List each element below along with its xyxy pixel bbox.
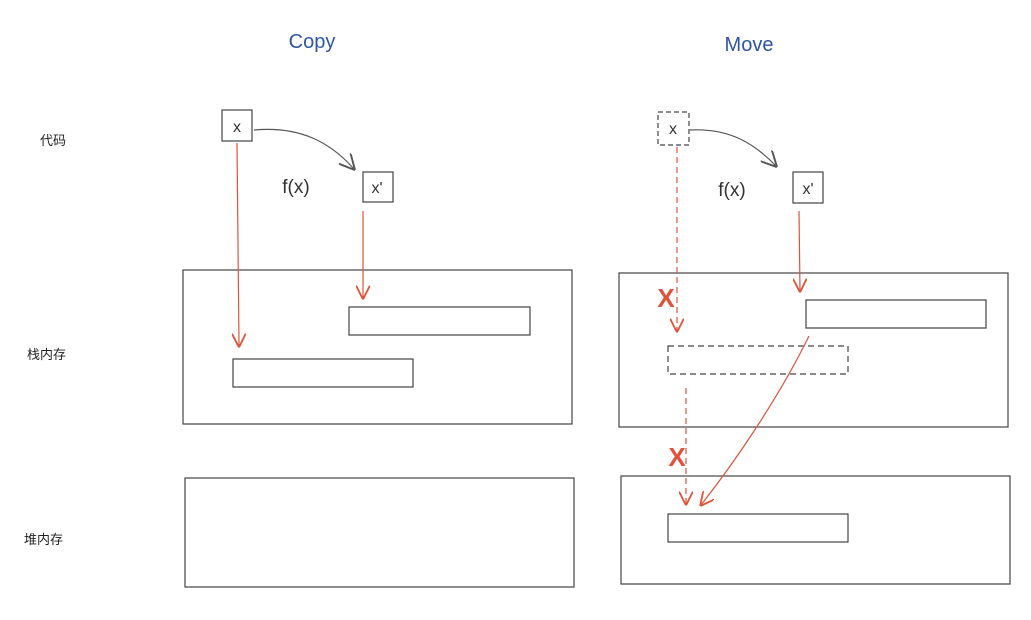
copy-title: Copy [289,31,336,53]
copy-heap-region [184,477,575,588]
move-heap-region [620,475,1011,585]
move-stack-slot-x-moved [667,345,849,375]
move-invalid-mark-1: X [657,283,675,313]
move-arrow-x-prime-to-stack [799,210,800,291]
copy-x-label: x [233,119,241,136]
copy-x-prime-box [362,171,394,203]
move-stack-region [618,272,1009,428]
copy-stack-slot-x-prime [348,306,531,336]
copy-arrow-x-to-stack [237,142,239,346]
copy-stack-region [182,269,573,425]
copy-x-prime-label: x' [371,180,382,197]
row-label-code: 代码 [40,134,66,149]
move-invalid-mark-2: X [668,442,686,472]
row-label-heap: 堆内存 [24,532,63,548]
move-stack-slot-x-prime [805,299,987,329]
move-panel: x x' f(x) X X [618,111,1011,585]
copy-stack-slot-x [232,358,414,388]
copy-panel: x x' f(x) [182,109,575,588]
move-arrow-x-prime-to-heap [701,335,810,505]
move-x-box [657,111,690,146]
move-title: Move [725,34,774,56]
move-heap-slot [667,513,849,543]
move-x-label: x [669,121,677,138]
row-label-stack: 栈内存 [27,347,66,363]
move-fx-label: f(x) [718,180,745,201]
move-x-prime-box [792,171,824,204]
move-x-prime-label: x' [802,181,813,198]
copy-fx-label: f(x) [282,177,309,198]
copy-x-box [221,109,253,142]
move-function-arrow [689,129,776,166]
copy-function-arrow [253,128,354,169]
